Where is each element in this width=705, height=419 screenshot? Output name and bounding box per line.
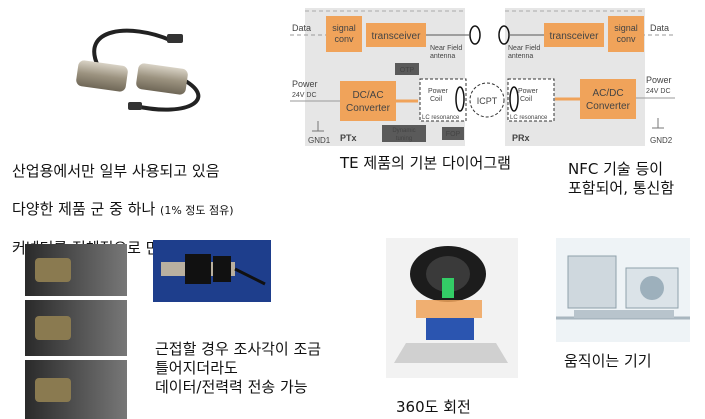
- lc-right-label: LC resonance: [510, 115, 548, 121]
- fop-box: [442, 127, 464, 140]
- nfc-caption: NFC 기술 등이 포함되어, 통신함: [568, 160, 675, 197]
- prx-label: PRx: [512, 133, 530, 143]
- acdc-label-2: Converter: [586, 101, 631, 112]
- coil-left-icon: [455, 86, 465, 112]
- icpt-label: ICPT: [477, 96, 498, 106]
- te-block-diagram: signal conv transceiver signal conv tran…: [290, 8, 675, 146]
- proximity-caption: 근접할 경우 조사각이 조금 틀어지더라도 데이터/전력력 전송 가능: [155, 340, 322, 396]
- otp-box: [395, 63, 419, 75]
- coil-right-icon: [509, 86, 519, 112]
- diagram-caption: TE 제품의 기본 다이어그램: [340, 154, 511, 172]
- dynamic-tuning-label-2: tuning: [396, 136, 412, 142]
- rotation-device-render: [386, 238, 518, 378]
- power-coil-right: [507, 78, 555, 122]
- caption-line-1: 산업용에서만 일부 사용되고 있음: [12, 162, 220, 180]
- power-right-voltage: 24V DC: [646, 88, 671, 95]
- signal-conv-left-label-1: signal: [332, 23, 356, 33]
- icpt-circle: [469, 82, 505, 118]
- data-label-left: Data: [292, 23, 311, 33]
- caption-line-2: 다양한 제품 군 중 하나 (1% 정도 점유): [12, 200, 252, 220]
- moving-equipment-render: [556, 238, 690, 342]
- power-coil-right-label-2: Coil: [520, 96, 533, 103]
- acdc-converter: [580, 79, 636, 119]
- lc-left-label: LC resonance: [422, 115, 460, 121]
- near-field-right-label-2: antenna: [508, 53, 533, 60]
- dcac-label-1: DC/AC: [352, 90, 383, 101]
- signal-conv-right-label-2: conv: [616, 34, 636, 44]
- rotation-caption: 360도 회전: [396, 398, 471, 416]
- power-right-label: Power: [646, 75, 672, 85]
- transceiver-left-label: transceiver: [372, 31, 422, 42]
- dcac-label-2: Converter: [346, 103, 391, 114]
- power-left-voltage: 24V DC: [292, 92, 317, 99]
- power-coil-left-label-2: Coil: [430, 96, 443, 103]
- data-label-right: Data: [650, 23, 669, 33]
- dynamic-tuning-label-1: Dynamic: [392, 128, 415, 134]
- dynamic-tuning-box: [382, 125, 426, 142]
- transceiver-left: [366, 23, 426, 47]
- near-field-left-label-1: Near Field: [430, 45, 462, 52]
- power-coil-left: [419, 78, 467, 122]
- signal-conv-left-label-2: conv: [334, 34, 354, 44]
- near-field-left-label-2: antenna: [430, 53, 455, 60]
- power-coil-right-label-1: Power: [518, 88, 539, 95]
- power-coil-left-label-1: Power: [428, 88, 449, 95]
- dcac-converter: [340, 81, 396, 121]
- near-field-antenna-left-icon: [469, 25, 481, 45]
- near-field-right-label-1: Near Field: [508, 45, 540, 52]
- otp-label: OTP: [400, 67, 415, 74]
- gnd1-label: GND1: [308, 136, 331, 145]
- transceiver-right-label: transceiver: [550, 31, 600, 42]
- transceiver-right: [544, 23, 604, 47]
- signal-conv-right-label-1: signal: [614, 23, 638, 33]
- signal-conv-right: [608, 16, 644, 52]
- power-left-label: Power: [292, 79, 318, 89]
- moving-caption: 움직이는 기기: [564, 352, 652, 370]
- caption-line-2-note: (1% 정도 점유): [160, 204, 234, 217]
- connector-closeup-photos: [25, 244, 127, 419]
- sensor-product-photo: [153, 240, 271, 302]
- connector-cable-photo: [76, 28, 201, 112]
- ptx-label: PTx: [340, 133, 357, 143]
- signal-conv-left: [326, 16, 362, 52]
- caption-line-2-main: 다양한 제품 군 중 하나: [12, 200, 161, 218]
- acdc-label-1: AC/DC: [592, 88, 623, 99]
- fop-label: FOP: [446, 131, 461, 138]
- gnd2-label: GND2: [650, 136, 673, 145]
